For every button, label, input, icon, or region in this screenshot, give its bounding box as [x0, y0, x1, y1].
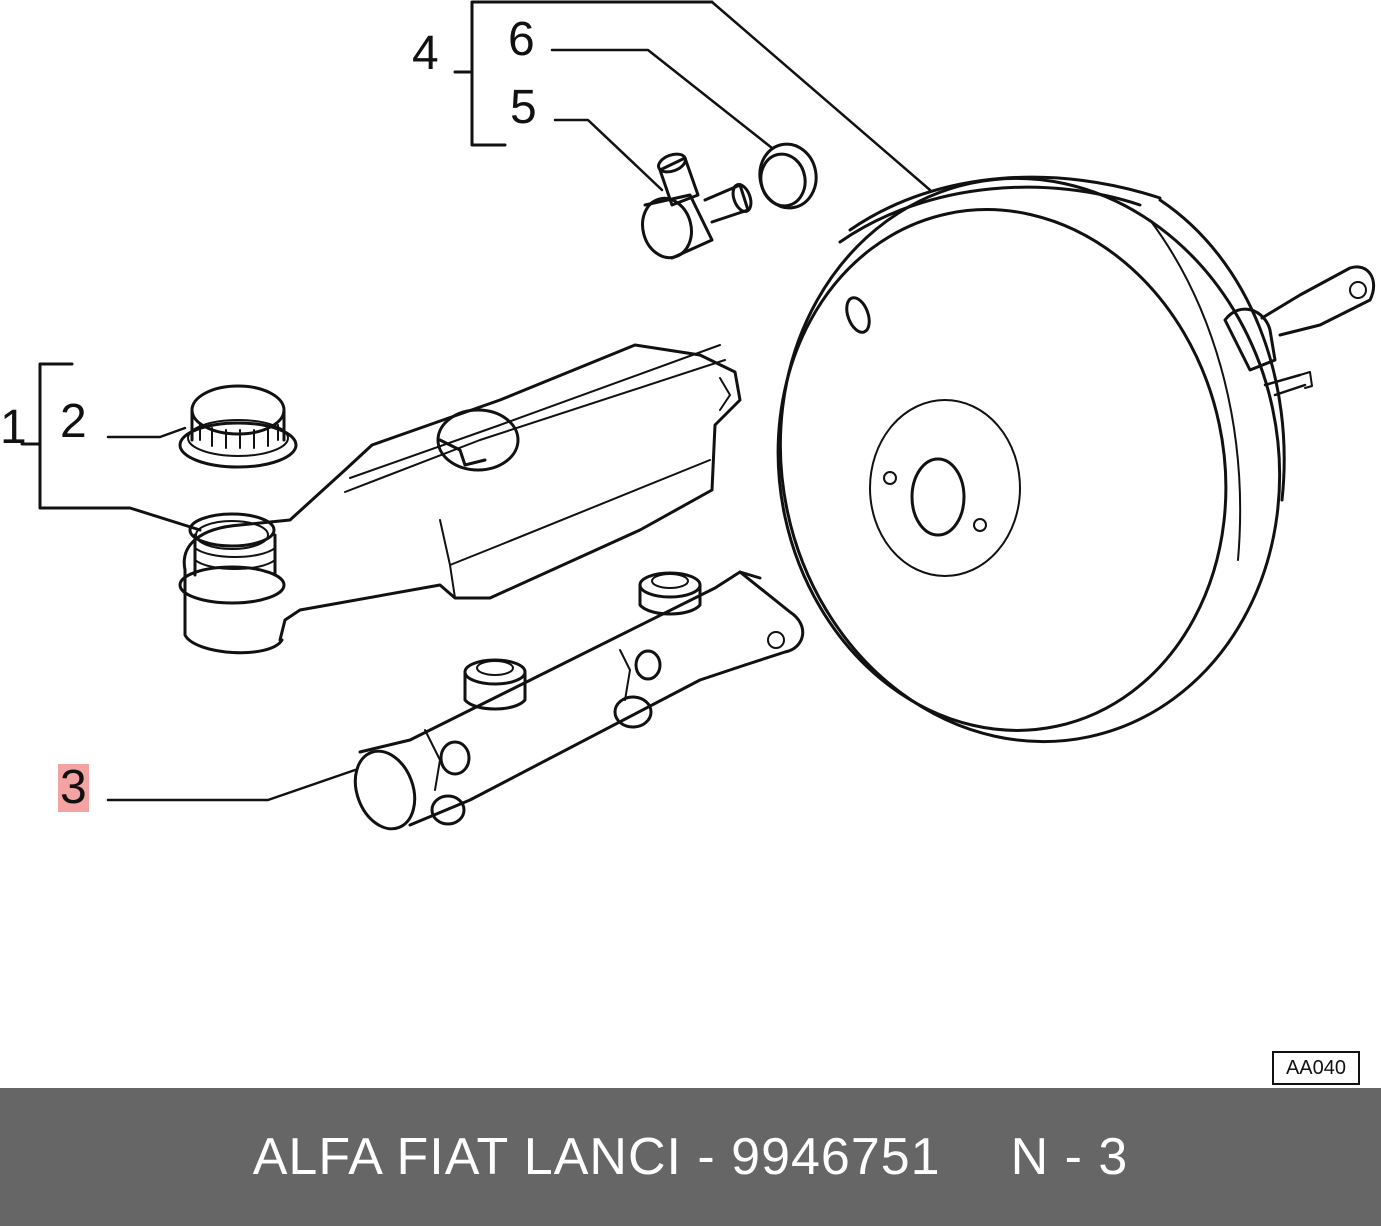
fluid-reservoir: [178, 343, 742, 655]
callout-1: 1: [0, 401, 27, 454]
callout-5: 5: [510, 81, 537, 134]
brake-booster: [776, 175, 1376, 744]
bracket-group-4: [453, 0, 714, 147]
footer-bar: ALFA FIAT LANCI - 9946751 N - 3: [0, 1088, 1381, 1226]
footer-part-number: ALFA FIAT LANCI - 9946751: [252, 1128, 941, 1186]
grommet: [758, 142, 818, 210]
callout-6: 6: [508, 13, 535, 66]
drawing-code-label: AA040: [1272, 1051, 1360, 1085]
footer-reference: N - 3: [1010, 1128, 1129, 1186]
callout-3-highlighted[interactable]: 3: [58, 761, 89, 814]
parts-diagram: [20, 0, 1376, 831]
vacuum-elbow-fitting: [641, 152, 753, 260]
reservoir-cap: [178, 384, 298, 469]
callout-4: 4: [412, 27, 439, 80]
bracket-group-1: [20, 362, 202, 532]
leader-lines: [106, 0, 932, 802]
callout-2: 2: [60, 395, 87, 448]
master-cylinder: [353, 570, 805, 831]
